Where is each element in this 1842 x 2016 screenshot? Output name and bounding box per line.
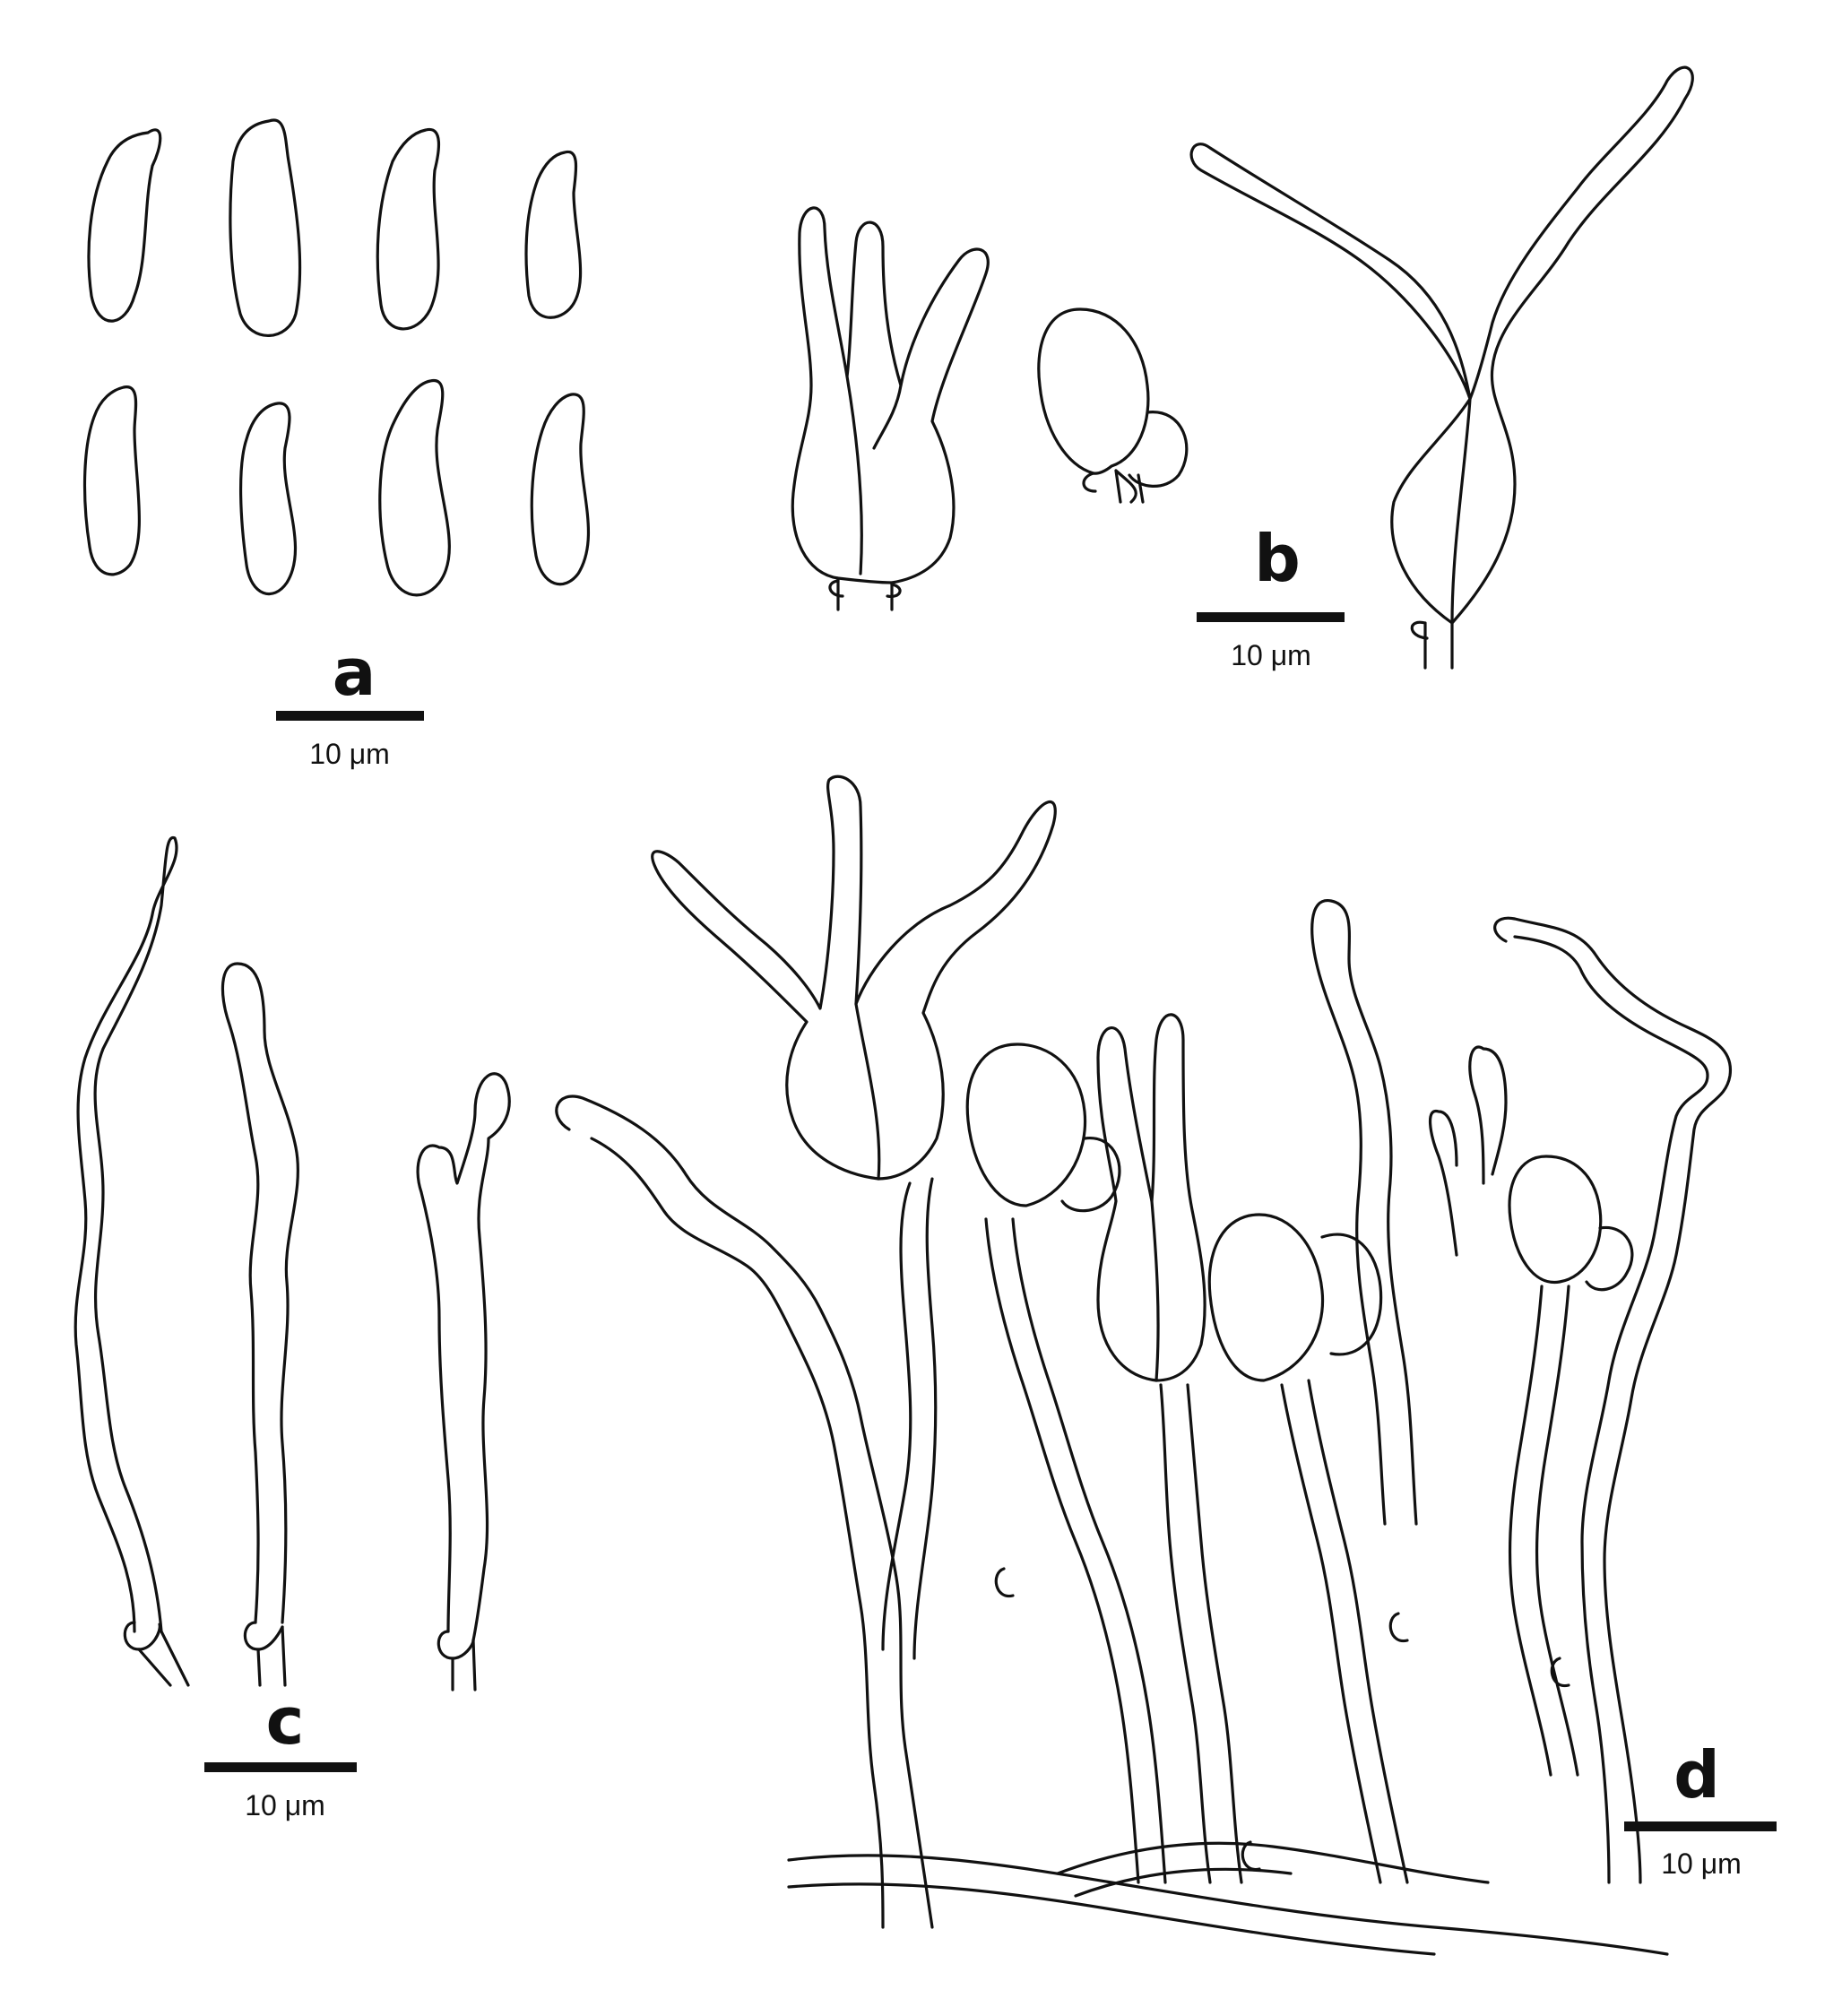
subhymenial-hypha [787,1854,1669,1956]
young-basidium-lobe [1585,1225,1634,1292]
clamp-connection [243,1621,284,1651]
young-basidium [1037,307,1150,475]
cystidium-stalk [137,1630,190,1687]
subhymenial-hypha [1056,1841,1490,1898]
cystidium [1310,899,1418,1526]
panel-c-cystidia: c 10 μm [74,835,511,1821]
cystidium [74,835,178,1633]
clamp-connection [828,579,902,599]
panel-d-label: d [1673,1737,1720,1813]
panel-c-scale-bar [204,1762,357,1772]
panel-b-basidia: b 10 μm [791,65,1694,671]
cystidium-stalk [451,1639,477,1692]
clamp-connection [437,1630,475,1660]
panel-a-spores: a 10 μm [82,118,590,770]
panel-b-scale-label: 10 μm [1231,639,1311,671]
basidium [1189,65,1694,625]
cystidium [1428,1045,1508,1257]
clamp-connection [994,1567,1570,1872]
young-basidium-lobe [1320,1233,1383,1356]
cystidium-stalk [256,1625,287,1687]
basidium [1096,1013,1206,1382]
trama-hypha [1280,1379,1409,1884]
young-basidium [965,1043,1087,1207]
panel-a-scale-label: 10 μm [309,738,390,770]
basidium-septum [1450,397,1472,625]
panel-b-label: b [1254,521,1301,596]
spore [82,385,141,576]
basidium-stalk [1410,620,1454,670]
basidium-septum [854,1002,881,1181]
basidium-septum [1150,1199,1160,1382]
trama-hypha [1508,1285,1579,1777]
young-basidium [1508,1155,1603,1284]
spore [239,402,298,596]
cystidium [555,1095,934,1929]
cystidium [1493,916,1733,1884]
basidium [791,206,990,584]
young-basidium [1207,1213,1325,1382]
panel-d-scale-bar [1624,1821,1777,1831]
spore [524,150,583,319]
panel-d-scale-label: 10 μm [1661,1847,1742,1880]
basidium-stalk [1082,469,1145,504]
clamp-connection [123,1621,161,1651]
basidium [651,774,1057,1181]
panel-a-label: a [333,635,376,710]
spore [530,393,590,586]
trama-hypha [881,1177,938,1660]
cystidium [221,962,299,1624]
young-basidium-lobe [1128,411,1189,488]
spore [229,118,302,337]
panel-c-scale-label: 10 μm [245,1789,325,1821]
spore [376,127,441,331]
panel-c-label: c [266,1683,305,1759]
trama-hypha [1159,1383,1243,1884]
panel-a-scale-bar [276,711,424,721]
spore [87,128,162,323]
trama-hypha [984,1217,1167,1884]
cystidium [416,1072,511,1642]
basidium-stalk [836,375,903,611]
panel-d-hymenium: d 10 μm [555,774,1777,1956]
panel-b-scale-bar [1197,612,1345,622]
spore [378,379,451,597]
